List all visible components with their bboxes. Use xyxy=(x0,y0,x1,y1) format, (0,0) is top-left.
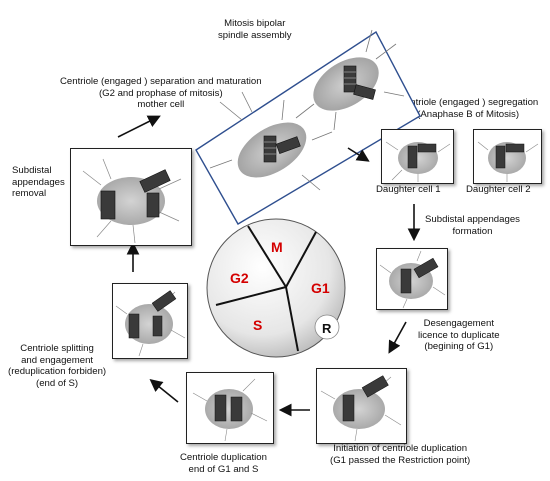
label-line: (Anaphase B of Mitosis) xyxy=(417,108,520,120)
label-line: Centriole splitting xyxy=(20,343,94,354)
arrow-to-duplication-box xyxy=(149,378,179,403)
image-centriole-splitting xyxy=(112,283,188,359)
cell-illustration xyxy=(379,250,446,309)
label-line: removal xyxy=(12,188,47,199)
cell-illustration xyxy=(477,141,539,182)
cell-illustration xyxy=(320,375,402,442)
wheel-divider xyxy=(247,225,287,288)
label-line: (begining of G1) xyxy=(424,341,494,352)
spindle-cell-right xyxy=(295,29,405,131)
label-line: end of G1 and S xyxy=(188,463,259,475)
label-initiation-duplication: Initiation of centriole duplication (G1 … xyxy=(330,443,470,466)
label-line: appendages xyxy=(12,176,65,188)
cell-illustration xyxy=(385,141,451,182)
label-line: Centriole duplication xyxy=(180,452,267,463)
label-daughter-cell-1: Daughter cell 1 xyxy=(376,184,441,195)
label-subdistal-formation: Subdistal appendages formation xyxy=(425,214,520,237)
phase-m: M xyxy=(271,239,283,255)
image-subdistal-formation xyxy=(376,248,448,310)
label-line: and engagement xyxy=(21,354,94,366)
cell-illustration xyxy=(82,158,182,244)
label-line: Initiation of centriole duplication xyxy=(333,443,468,454)
label-line: Desengagement xyxy=(423,318,494,329)
label-line: Subdistal appendages xyxy=(425,214,520,225)
image-centriole-duplication xyxy=(186,372,274,444)
label-line: spindle assembly xyxy=(218,29,292,41)
label-line: licence to duplicate xyxy=(418,329,500,341)
restriction-point-label: R xyxy=(322,321,332,336)
label-line: (G1 passed the Restriction point) xyxy=(330,454,471,466)
mitosis-spindle-frame xyxy=(195,29,421,225)
label-disengagement: Desengagement licence to duplicate (begi… xyxy=(418,318,500,353)
phase-g1: G1 xyxy=(311,280,330,296)
wheel-divider xyxy=(215,286,287,306)
label-centriole-separation: Centriole (engaged ) separation and matu… xyxy=(60,76,262,111)
label-line: Centriole (engaged ) separation and matu… xyxy=(60,76,262,87)
image-subdistal-removal xyxy=(70,148,192,246)
cell-illustration xyxy=(115,290,186,357)
label-line: (G2 and prophase of mitosis) xyxy=(98,87,223,99)
label-centriole-splitting: Centriole splitting and engagement (redu… xyxy=(8,343,106,389)
label-centriole-segregation: Centriole (engaged ) segregation (Anapha… xyxy=(398,97,538,120)
label-line: Mitosis bipolar xyxy=(224,18,286,29)
label-mitosis-spindle: Mitosis bipolar spindle assembly xyxy=(218,18,292,41)
image-daughter-cell-1 xyxy=(381,129,454,184)
label-line: formation xyxy=(452,225,493,237)
arrow-to-segregation xyxy=(347,147,370,162)
image-initiation-duplication xyxy=(316,368,407,444)
wheel-divider xyxy=(285,286,299,352)
arrow-to-mitosis xyxy=(117,115,161,138)
label-line: (end of S) xyxy=(36,377,79,389)
label-daughter-cell-2: Daughter cell 2 xyxy=(466,184,531,195)
label-subdistal-removal: Subdistal appendages removal xyxy=(12,165,65,200)
spindle-cell-left xyxy=(209,91,333,191)
label-line: Centriole (engaged ) segregation xyxy=(398,97,539,108)
cell-illustration xyxy=(192,378,268,442)
label-line: (reduplication forbiden) xyxy=(8,366,107,377)
phase-g2: G2 xyxy=(230,270,249,286)
label-line: mother cell xyxy=(137,99,185,110)
label-line: Subdistal xyxy=(12,165,52,176)
wheel-divider xyxy=(285,231,317,288)
label-centriole-duplication: Centriole duplication end of G1 and S xyxy=(180,452,267,475)
restriction-point-marker xyxy=(314,314,340,340)
arrow-to-disengagement xyxy=(388,321,407,354)
cell-cycle-wheel: M G2 G1 S R xyxy=(206,218,346,358)
phase-s: S xyxy=(253,317,262,333)
image-daughter-cell-2 xyxy=(473,129,542,184)
cycle-arrows xyxy=(117,115,421,417)
